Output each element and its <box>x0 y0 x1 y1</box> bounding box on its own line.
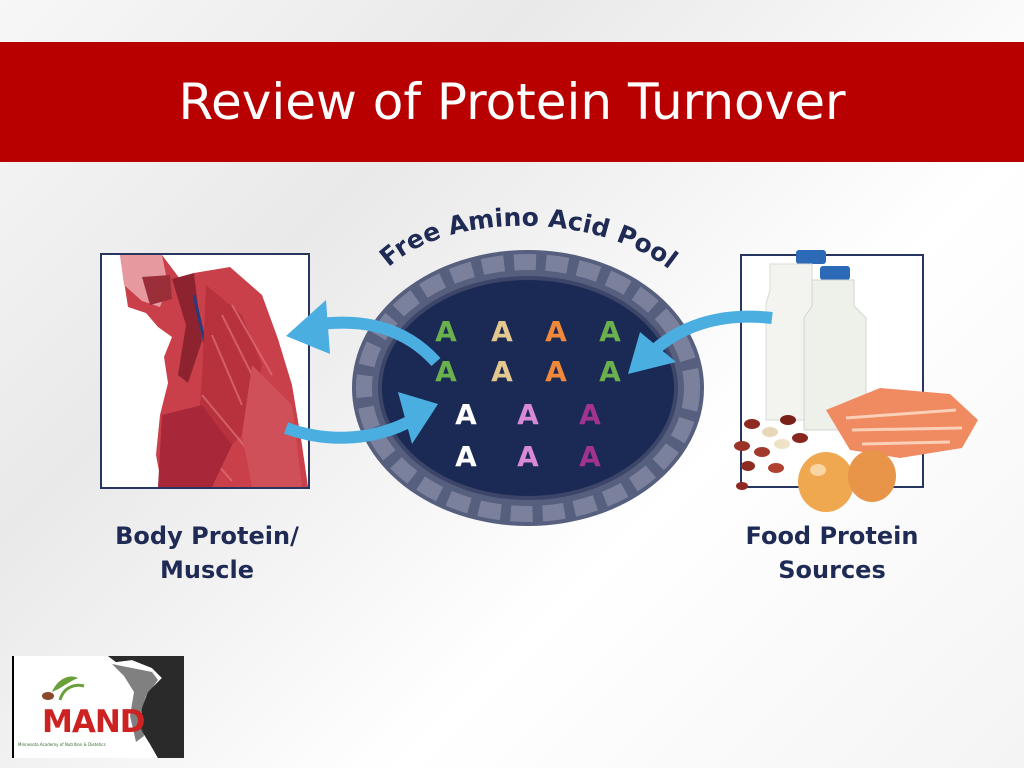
amino-acid-letter: A <box>455 440 477 473</box>
pool-to-muscle-arrow <box>286 300 441 367</box>
amino-acid-letter: A <box>435 315 457 348</box>
food-protein-caption: Food Protein Sources <box>722 519 942 587</box>
salmon-fillet <box>826 388 978 458</box>
amino-acid-letter: A <box>435 355 457 388</box>
amino-acid-letter: A <box>579 398 601 431</box>
amino-acid-letter: A <box>545 355 567 388</box>
eggs <box>798 450 896 512</box>
title-bar: Review of Protein Turnover <box>0 42 1024 162</box>
minnesota-map-icon <box>12 656 184 758</box>
amino-acid-letter: A <box>491 355 513 388</box>
muscle-illustration <box>102 255 308 487</box>
mand-logo: MAND Minnesota Academy of Nutrition & Di… <box>12 656 184 758</box>
amino-acid-letter: A <box>599 315 621 348</box>
amino-acid-letter: A <box>599 355 621 388</box>
body-protein-caption: Body Protein/ Muscle <box>96 519 318 587</box>
amino-acid-letter: A <box>545 315 567 348</box>
body-muscle-image <box>100 253 310 489</box>
body-protein-caption-line1: Body Protein/ <box>115 522 299 550</box>
amino-acid-letter: A <box>491 315 513 348</box>
amino-acid-letter: A <box>517 398 539 431</box>
muscle-to-pool-arrow <box>283 392 438 444</box>
body-protein-caption-line2: Muscle <box>160 556 254 584</box>
beans <box>734 415 808 490</box>
amino-acid-letter: A <box>455 398 477 431</box>
logo-name: MAND <box>42 704 146 740</box>
logo-subtitle: Minnesota Academy of Nutrition & Dieteti… <box>18 742 106 747</box>
amino-acid-pool <box>352 250 704 526</box>
food-to-pool-arrow <box>628 310 773 374</box>
food-protein-caption-line1: Food Protein <box>745 522 919 550</box>
food-protein-caption-line2: Sources <box>778 556 886 584</box>
amino-acid-letter: A <box>579 440 601 473</box>
milk-bottles <box>765 250 867 431</box>
slide-title: Review of Protein Turnover <box>178 73 846 131</box>
amino-acid-letter: A <box>517 440 539 473</box>
